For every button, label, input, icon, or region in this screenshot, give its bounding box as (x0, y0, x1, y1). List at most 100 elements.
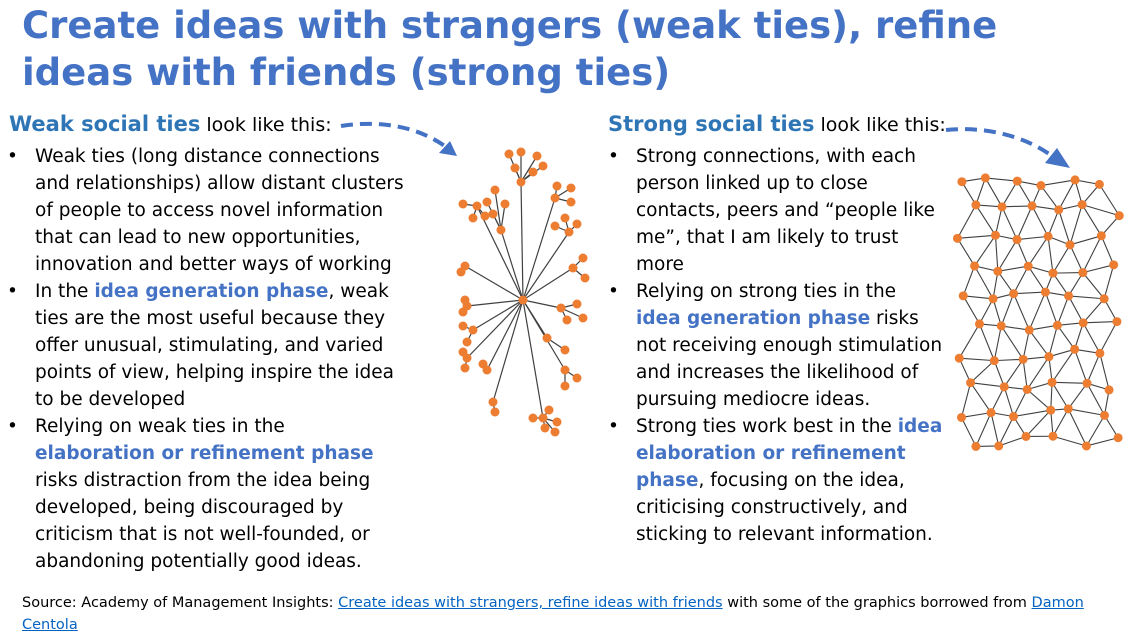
strong-mesh-node (1077, 200, 1087, 210)
strong-mesh-node (957, 177, 967, 187)
strong-mesh-node (1113, 433, 1123, 443)
weak-branch-node (462, 353, 472, 363)
strong-mesh-node (986, 408, 996, 418)
strong-mesh-edge (1082, 322, 1101, 354)
strong-mesh-edge (1082, 235, 1102, 273)
weak-twig-edge (520, 155, 538, 183)
weak-spoke-edge (500, 229, 524, 301)
page-title: Create ideas with strangers (weak ties),… (22, 4, 998, 94)
weak-spoke-edge (522, 267, 574, 301)
strong-mesh-edge (992, 298, 1002, 327)
strong-mesh-edge (997, 270, 1015, 295)
strong-ties-bullet: Strong ties work best in the idea elabor… (608, 413, 943, 548)
strong-mesh-node (1048, 268, 1058, 278)
weak-ties-heading-rest: look like this: (200, 114, 332, 136)
strong-mesh-node (1054, 205, 1064, 215)
weak-leaf-node (482, 197, 492, 207)
strong-mesh-edge (958, 323, 980, 359)
weak-branch-node (462, 301, 472, 311)
strong-mesh-node (993, 266, 1003, 276)
strong-mesh-edge (1028, 291, 1046, 331)
strong-mesh-node (1070, 175, 1080, 185)
strong-mesh-edge (1047, 209, 1060, 237)
strong-mesh-edge (1052, 381, 1088, 384)
strong-mesh-node (999, 382, 1009, 392)
strong-mesh-edge (1052, 408, 1069, 437)
strong-mesh-edge (1051, 382, 1069, 410)
weak-leaf-node (572, 373, 582, 383)
weak-spoke-edge (492, 299, 524, 403)
strong-mesh-edge (997, 265, 1029, 272)
bullet-text: In the (35, 281, 95, 302)
strong-mesh-edge (994, 358, 1024, 362)
weak-leaf-node (578, 313, 588, 323)
weak-leaf-node (462, 337, 472, 347)
strong-mesh-node (1044, 352, 1054, 362)
bullet-text: Relying on strong ties in the (636, 281, 897, 302)
strong-mesh-edge (956, 238, 976, 267)
weak-branch-node (472, 201, 482, 211)
strong-mesh-edge (1022, 359, 1028, 390)
source-link-damon-centola[interactable]: Damon Centola (22, 595, 1084, 633)
weak-leaf-node (500, 199, 510, 209)
weak-leaf-node (560, 213, 570, 223)
strong-mesh-edge (993, 360, 1005, 388)
weak-spoke-edge (472, 299, 524, 331)
strong-mesh-edge (1001, 206, 1018, 240)
weak-ties-heading: Weak social ties look like this: (9, 112, 332, 136)
strong-mesh-edge (1003, 386, 1015, 417)
strong-mesh-node (1063, 404, 1073, 414)
strong-mesh-edge (1000, 325, 1024, 360)
strong-mesh-node (952, 233, 962, 243)
strong-mesh-node (1078, 318, 1088, 328)
strong-mesh-edge (1068, 295, 1084, 324)
strong-mesh-edge (1016, 239, 1029, 267)
strong-mesh-node (1094, 179, 1104, 189)
strong-mesh-edge (1028, 329, 1050, 358)
weak-leaf-node (490, 185, 500, 195)
weak-ties-bullet: In the idea generation phase, weak ties … (7, 278, 407, 413)
weak-spoke-edge (522, 197, 556, 301)
strong-mesh-node (1012, 235, 1022, 245)
strong-mesh-node (1099, 294, 1109, 304)
strong-mesh-node (997, 202, 1007, 212)
strong-mesh-edge (1086, 383, 1105, 416)
strong-mesh-edge (1031, 205, 1049, 237)
weak-spoke-edge (522, 299, 544, 419)
strong-mesh-edge (1056, 295, 1070, 326)
strong-mesh-node (1114, 211, 1124, 221)
strong-mesh-edge (1001, 205, 1033, 208)
strong-mesh-edge (1058, 209, 1071, 245)
strong-mesh-edge (1022, 329, 1030, 360)
strong-mesh-edge (1100, 235, 1115, 266)
strong-mesh-node (970, 261, 980, 271)
weak-branch-node (496, 225, 506, 235)
strong-mesh-edge (993, 325, 1002, 361)
strong-mesh-edge (1052, 272, 1070, 297)
weak-branch-node (550, 193, 560, 203)
weak-leaf-node (578, 253, 588, 263)
bullet-text: Strong ties work best in the (636, 416, 898, 437)
weak-ties-heading-highlight: Weak social ties (9, 112, 201, 136)
weak-leaf-node (560, 345, 570, 355)
bullet-text: , weak ties are the most useful because … (35, 281, 394, 410)
strong-mesh-edge (960, 417, 977, 447)
strong-mesh-edge (1098, 184, 1120, 216)
weak-leaf-node (516, 147, 526, 157)
strong-mesh-edge (962, 295, 980, 325)
strong-mesh-edge (1013, 409, 1051, 418)
weak-branch-node (468, 325, 478, 335)
weak-hub-node (518, 295, 528, 305)
weak-leaf-node (538, 161, 548, 171)
strong-mesh-edge (1052, 272, 1083, 274)
strong-mesh-node (988, 294, 998, 304)
bullet-text: Relying on weak ties in the (35, 416, 285, 437)
source-link-article[interactable]: Create ideas with strangers, refine idea… (338, 595, 723, 611)
strong-mesh-node (1023, 261, 1033, 271)
weak-leaf-node (552, 181, 562, 191)
strong-mesh-node (1104, 385, 1114, 395)
strong-mesh-node (1096, 231, 1106, 241)
strong-mesh-node (1027, 201, 1037, 211)
strong-mesh-node (1018, 354, 1028, 364)
bullet-emphasis: idea generation phase (636, 308, 871, 329)
